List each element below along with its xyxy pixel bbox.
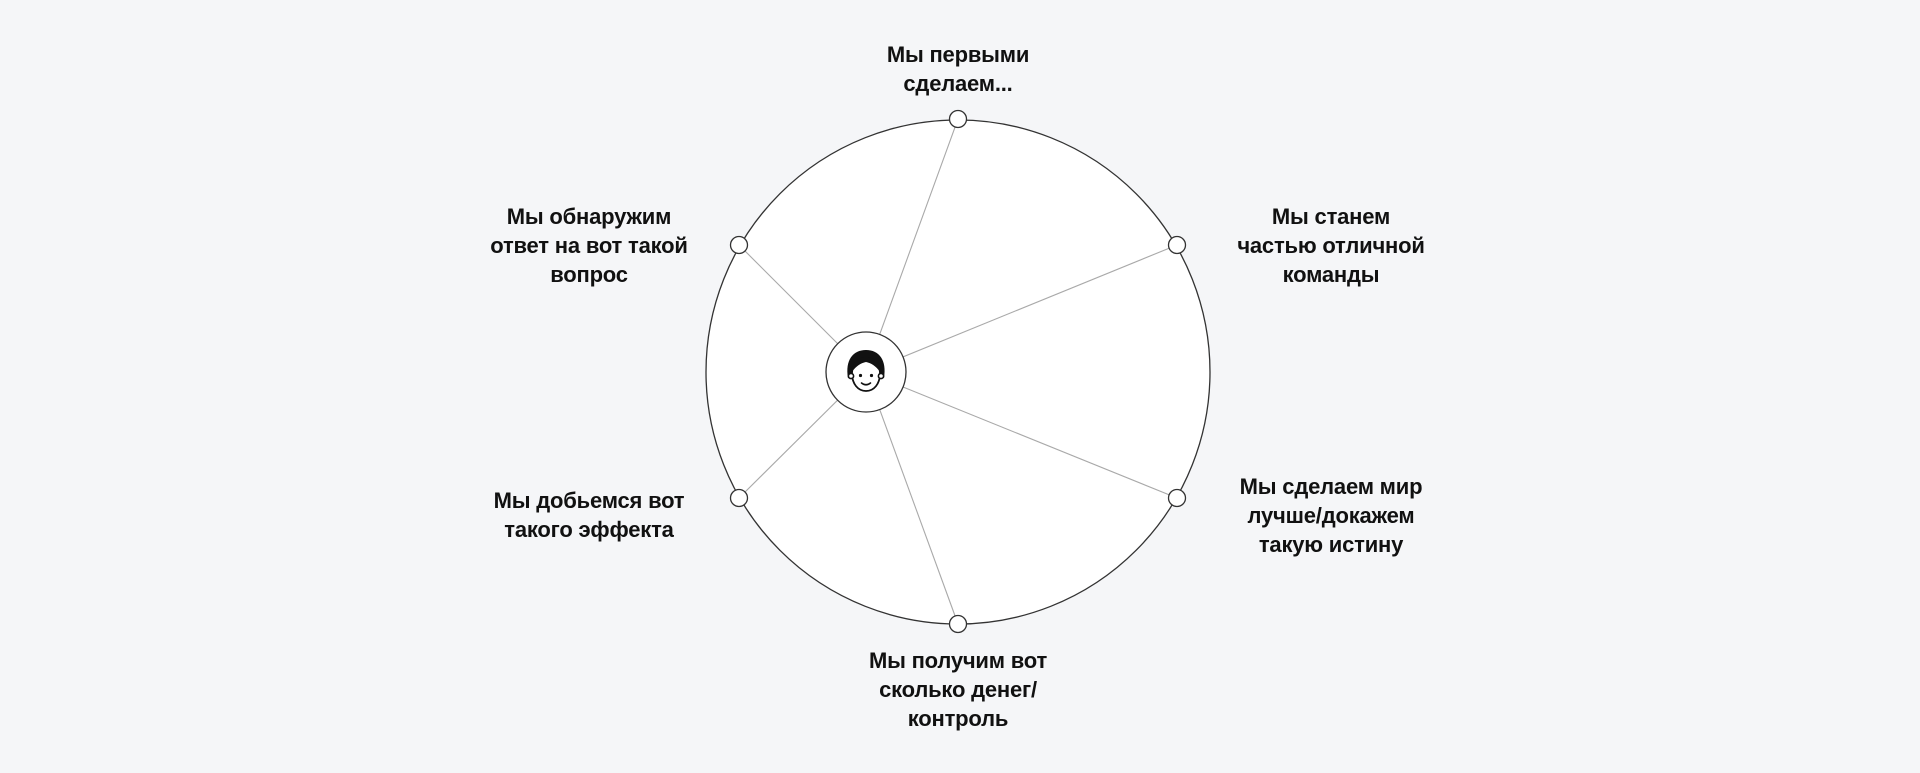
node-top [948, 109, 968, 129]
spoke-lower-right [865, 371, 1178, 499]
node-lower-left [729, 488, 749, 508]
spoke-bottom [865, 371, 959, 625]
goal-label-bottom: Мы получим вот сколько денег/ контроль [868, 648, 1048, 731]
right-eye [869, 373, 874, 378]
goal-label-upper-left: Мы обнаружим ответ на вот такой вопрос [490, 204, 688, 287]
node-upper-left [729, 235, 749, 255]
node-lower-right [1167, 488, 1187, 508]
right-ear [877, 372, 885, 380]
hair-shape [847, 350, 885, 378]
spokes [738, 118, 1178, 625]
goal-label-top: Мы первыми сделаем... [886, 42, 1030, 96]
left-ear [847, 372, 855, 380]
person-face-icon [847, 350, 885, 392]
spoke-top [865, 118, 959, 373]
node-bottom [948, 614, 968, 634]
smile [860, 382, 872, 386]
outer-circle [705, 119, 1211, 625]
node-upper-right [1167, 235, 1187, 255]
rim-nodes [729, 109, 1187, 634]
goal-label-lower-right: Мы сделаем мир лучше/докажем такую истин… [1239, 474, 1423, 557]
goal-label-lower-left: Мы добьемся вот такого эффекта [493, 488, 685, 542]
goal-label-upper-right: Мы станем частью отличной команды [1237, 204, 1425, 287]
fringe-shape [852, 357, 880, 372]
left-eye [858, 373, 863, 378]
spoke-upper-right [865, 244, 1178, 373]
